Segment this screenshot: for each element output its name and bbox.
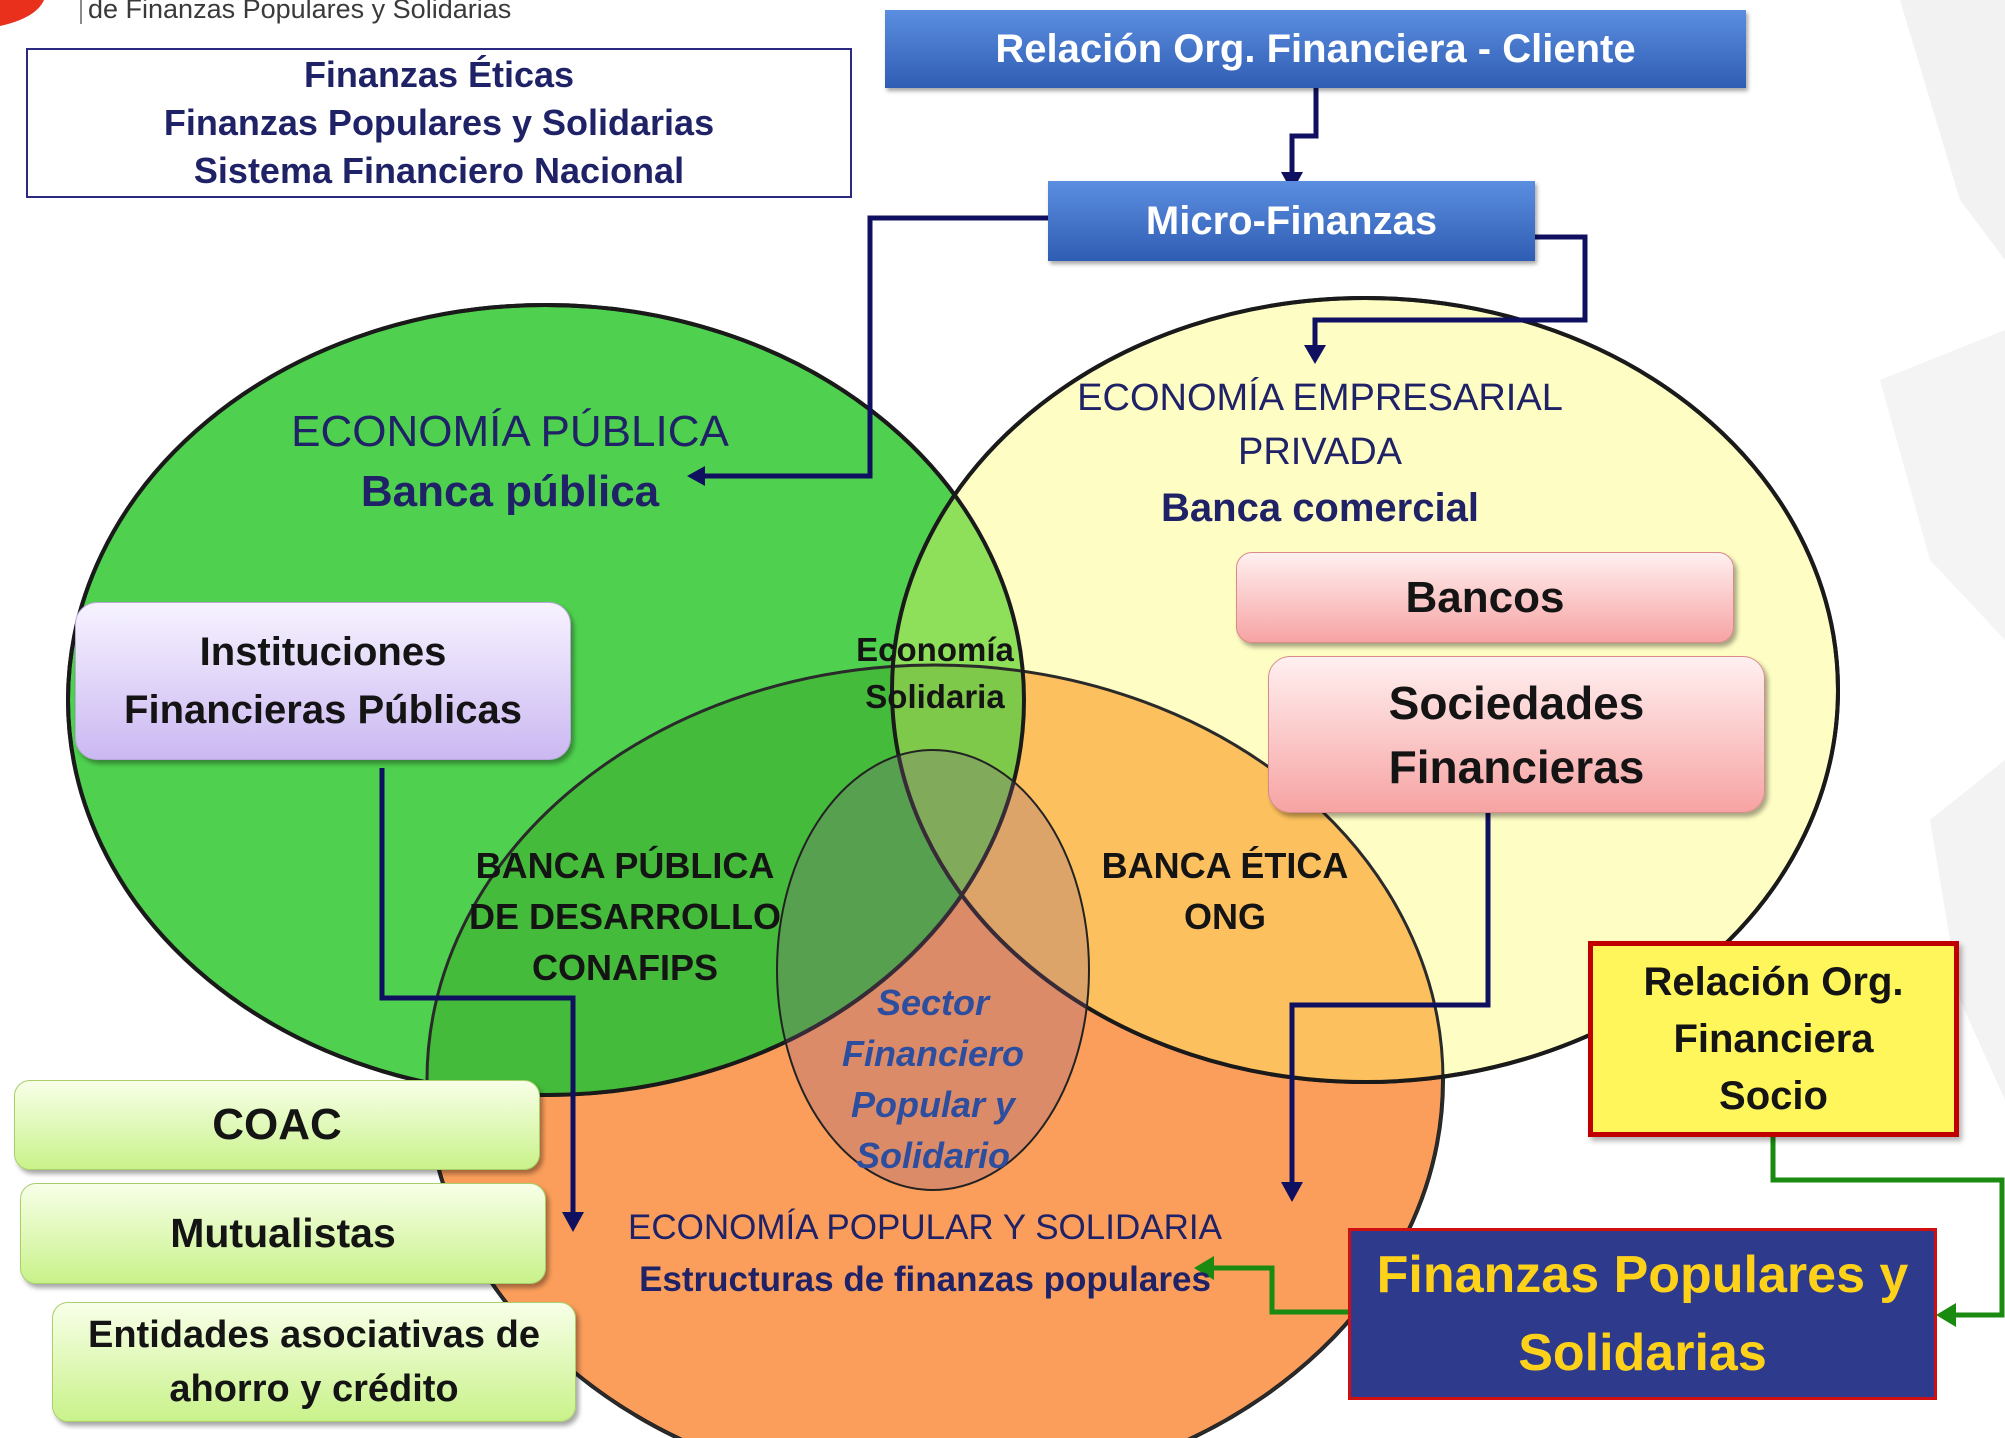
privada-subtitle: Banca comercial [1161,486,1479,530]
title-line-1: Finanzas Éticas [303,54,575,95]
bpd-line-1: BANCA PÚBLICA [475,845,775,886]
relacion-cliente-box[interactable]: Relación Org. Financiera - Cliente [885,10,1746,88]
fps-line-1: Finanzas Populares y [1376,1246,1909,1304]
bpd-line-2: DE DESARROLLO [468,896,781,937]
bpd-line-3: CONAFIPS [531,947,718,988]
mutualistas-label: Mutualistas [170,1210,396,1256]
sociedades-line-2: Financieras [1388,740,1645,793]
instituciones-financieras-box[interactable]: Instituciones Financieras Públicas [75,602,571,760]
popular-title: ECONOMÍA POPULAR Y SOLIDARIA [628,1208,1222,1247]
sector-line-3: Popular y [850,1084,1016,1125]
sector-financiero-label: Sector Financiero Popular y Solidario [783,977,1083,1181]
privada-title-2: PRIVADA [1237,431,1402,473]
sociedades-line-1: Sociedades [1388,676,1645,729]
privada-label: ECONOMÍA EMPRESARIAL PRIVADA Banca comer… [1040,371,1600,537]
sector-financiero-ellipse [776,749,1090,1191]
logo-icon [0,0,44,26]
economia-solidaria-line-2: Solidaria [865,678,1005,715]
background-decoration [1880,0,2005,1100]
bancos-box[interactable]: Bancos [1236,552,1734,643]
entidades-line-1: Entidades asociativas de [88,1314,540,1356]
socio-line-3: Socio [1719,1073,1828,1118]
title-line-3: Sistema Financiero Nacional [193,150,685,191]
sociedades-financieras-box[interactable]: Sociedades Financieras [1268,656,1765,813]
mutualistas-box[interactable]: Mutualistas [20,1183,546,1284]
banca-etica-label: BANCA ÉTICA ONG [1075,840,1375,942]
header-org-text: de Finanzas Populares y Solidarias [80,0,512,25]
socio-line-2: Financiera [1673,1016,1874,1061]
privada-title-1: ECONOMÍA EMPRESARIAL [1077,377,1563,419]
banca-etica-line-2: ONG [1183,896,1266,937]
relacion-cliente-label: Relación Org. Financiera - Cliente [995,26,1636,71]
fps-line-2: Solidarias [1518,1324,1767,1382]
popular-label: ECONOMÍA POPULAR Y SOLIDARIA Estructuras… [575,1202,1275,1306]
instituciones-line-2: Financieras Públicas [124,688,522,732]
socio-line-1: Relación Org. [1643,959,1904,1004]
coac-label: COAC [212,1100,342,1149]
publica-label: ECONOMÍA PÚBLICA Banca pública [250,403,770,523]
title-box: Finanzas Éticas Finanzas Populares y Sol… [26,48,852,198]
relacion-socio-box[interactable]: Relación Org. Financiera Socio [1588,941,1959,1137]
entidades-line-2: ahorro y crédito [169,1368,459,1410]
sector-line-2: Financiero [841,1033,1025,1074]
instituciones-line-1: Instituciones [199,630,447,674]
economia-solidaria-label: Economía Solidaria [835,626,1035,720]
title-line-2: Finanzas Populares y Solidarias [163,102,715,143]
connectors-navy [379,88,1588,1215]
entidades-asociativas-box[interactable]: Entidades asociativas de ahorro y crédit… [52,1302,576,1422]
coac-box[interactable]: COAC [14,1080,540,1170]
arrowheads-green [1194,1256,1956,1327]
publica-subtitle: Banca pública [360,467,660,516]
economia-solidaria-line-1: Economía [856,631,1014,668]
sector-line-1: Sector [876,982,990,1023]
finanzas-populares-box[interactable]: Finanzas Populares y Solidarias [1348,1228,1937,1400]
micro-finanzas-box[interactable]: Micro-Finanzas [1048,181,1535,261]
banca-publica-desarrollo-label: BANCA PÚBLICA DE DESARROLLO CONAFIPS [460,840,790,993]
micro-finanzas-label: Micro-Finanzas [1145,198,1438,243]
popular-subtitle: Estructuras de finanzas populares [639,1260,1211,1299]
bancos-label: Bancos [1405,572,1565,622]
sector-line-4: Solidario [855,1135,1011,1176]
banca-etica-line-1: BANCA ÉTICA [1101,845,1349,886]
publica-title: ECONOMÍA PÚBLICA [291,407,729,456]
connectors-green [1212,1137,2005,1318]
